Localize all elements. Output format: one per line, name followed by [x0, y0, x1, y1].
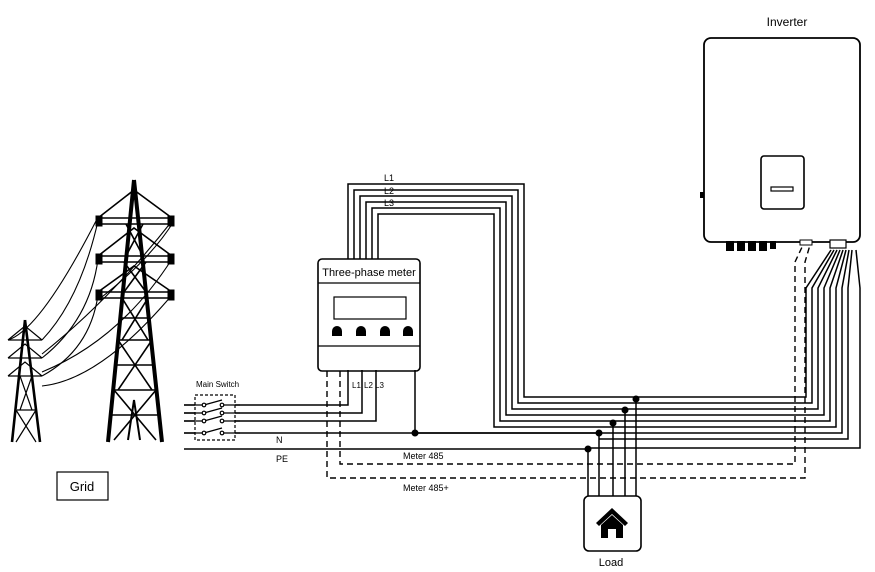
house-icon	[596, 508, 628, 538]
junction-dots	[411, 395, 640, 453]
meter-485-lines	[326, 244, 811, 479]
inverter-title: Inverter	[767, 15, 808, 29]
grid-label-box	[56, 471, 109, 501]
wire-label-neutral: N	[276, 435, 283, 445]
transmission-tower-icon	[7, 179, 175, 443]
meter-485-plus-label: Meter 485+	[403, 483, 449, 493]
meter-display	[333, 296, 407, 320]
inverter-485-port	[799, 239, 813, 246]
wire-label-l1: L1	[384, 173, 394, 183]
inverter-body	[703, 37, 861, 243]
phase-wires	[347, 183, 636, 428]
inverter-ac-port	[829, 239, 847, 249]
meter-title: Three-phase meter	[322, 267, 416, 279]
meter-terminal-l2: L2	[364, 381, 373, 390]
wire-label-pe: PE	[276, 454, 288, 464]
wire-label-l3: L3	[384, 198, 394, 208]
meter-terminal-l1: L1	[352, 381, 361, 390]
meter-terminal-l3: L3	[375, 381, 384, 390]
inverter-ac-wires	[415, 249, 861, 449]
main-switch-label: Main Switch	[196, 380, 239, 389]
inverter: Inverter	[700, 15, 861, 251]
inverter-dc-connectors	[726, 241, 776, 251]
three-phase-meter: Three-phase meter L1 L2 L3	[317, 258, 421, 390]
inverter-display-bar	[770, 186, 794, 192]
load-wires	[587, 397, 637, 496]
meter-buttons	[332, 326, 413, 336]
meter-485-label: Meter 485	[403, 451, 444, 461]
load: Load	[583, 495, 642, 569]
inverter-display	[760, 155, 805, 210]
load-label: Load	[599, 557, 623, 569]
main-switch: Main Switch	[184, 380, 240, 441]
inverter-side-tab	[700, 192, 704, 198]
wire-label-l2: L2	[384, 186, 394, 196]
grid-label: Grid	[70, 479, 95, 494]
